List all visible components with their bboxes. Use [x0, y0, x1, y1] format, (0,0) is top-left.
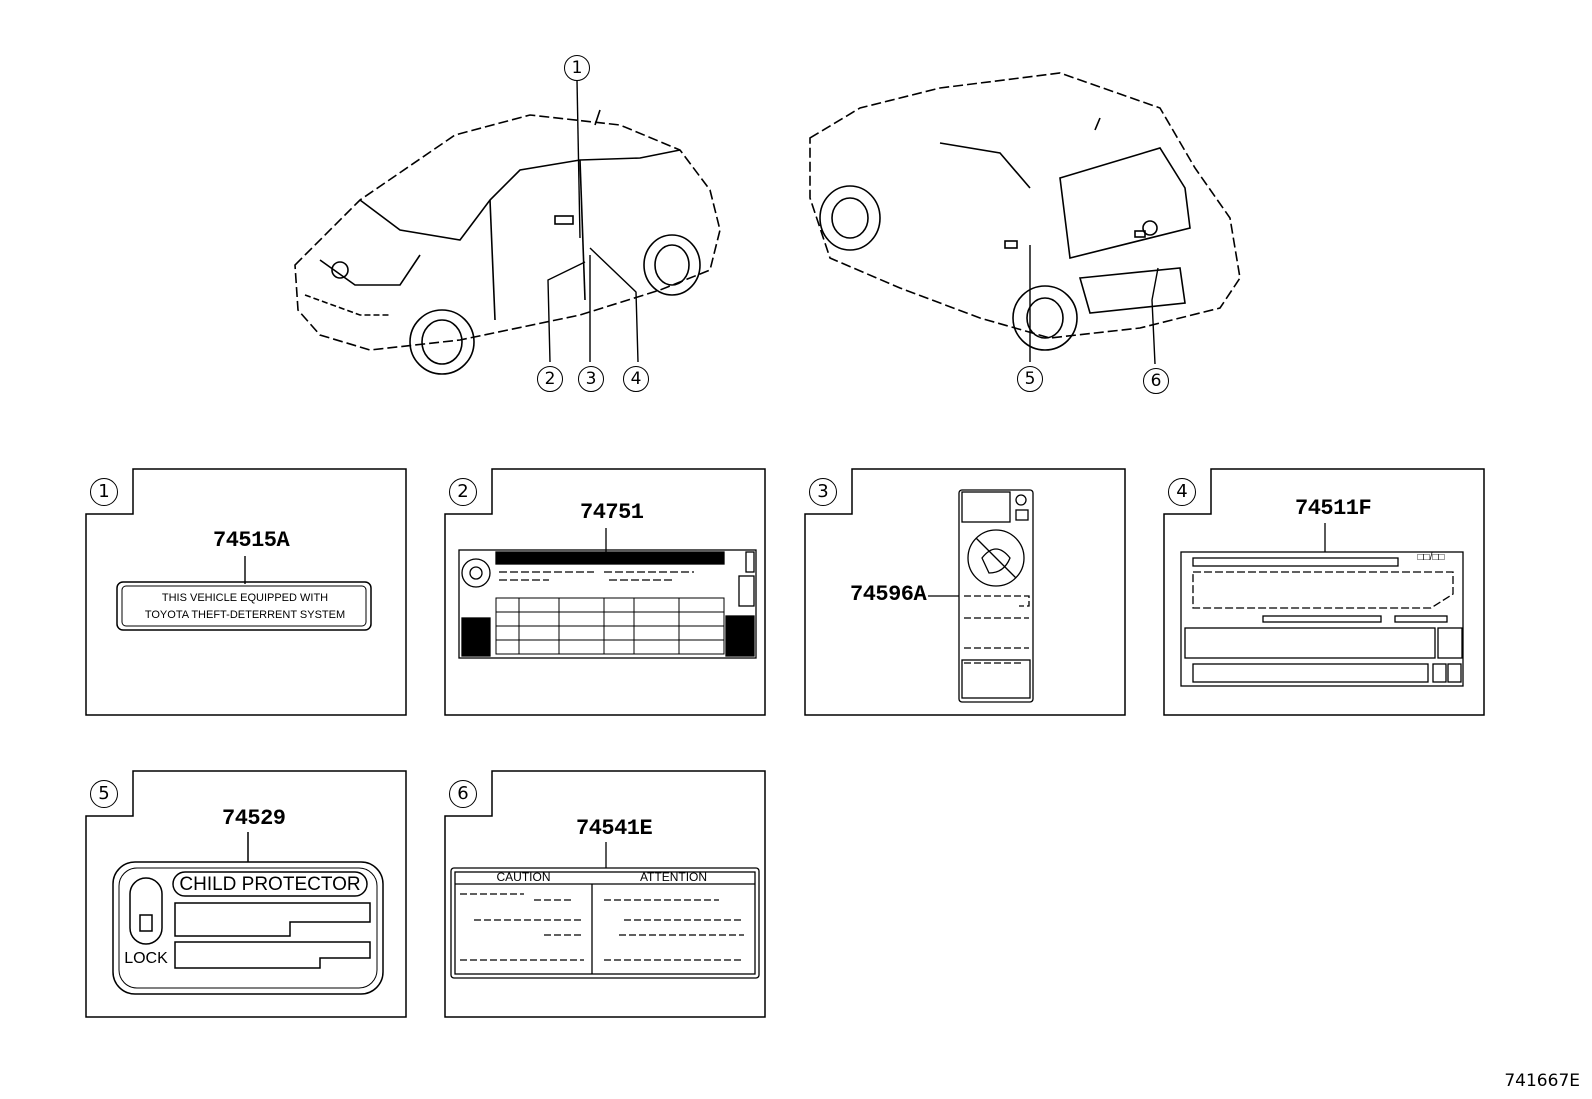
panel-number: 2 [449, 478, 477, 506]
part-number: 74529 [222, 806, 286, 831]
child-protector-title: CHILD PROTECTOR [179, 874, 361, 895]
panel-number: 1 [90, 478, 118, 506]
panel-number: 6 [449, 780, 477, 808]
panel-number: 3 [809, 478, 837, 506]
callout-2: 2 [537, 366, 563, 392]
callout-leaders [547, 79, 1159, 365]
tire-label-drawing [458, 528, 757, 659]
part-number: 74596A [850, 582, 927, 607]
attention-header: ATTENTION [639, 870, 708, 884]
rear-car-illustration [809, 72, 1241, 351]
callout-3: 3 [578, 366, 604, 392]
panel-number: 4 [1168, 478, 1196, 506]
label-panel-2: 2 74751 [444, 468, 766, 716]
part-number: 74515A [213, 528, 290, 553]
part-number: 74511F [1295, 496, 1372, 521]
callout-4: 4 [623, 366, 649, 392]
caution-header: CAUTION [496, 870, 551, 884]
label-panel-4: 4 74511F □□/□□ [1163, 468, 1485, 716]
label-panel-5: 5 74529 CHILD PROTECTOR LOCK [85, 770, 407, 1018]
airbag-label-drawing [928, 489, 1034, 703]
caution-label-drawing [450, 842, 760, 979]
callout-1: 1 [564, 55, 590, 81]
panel-number: 5 [90, 780, 118, 808]
front-car-illustration [294, 109, 721, 375]
label-panel-1: 1 74515A THIS VEHICLE EQUIPPED WITH TOYO… [85, 468, 407, 716]
diagram-code: 741667E [1504, 1071, 1580, 1091]
part-number: 74751 [580, 500, 644, 525]
theft-label-line-2: TOYOTA THEFT-DETERRENT SYSTEM [144, 609, 346, 621]
child-protector-label-drawing [112, 832, 384, 995]
callout-6: 6 [1143, 368, 1169, 394]
lock-text: LOCK [124, 950, 168, 967]
theft-label-line-1: THIS VEHICLE EQUIPPED WITH [161, 592, 329, 604]
callout-5: 5 [1017, 366, 1043, 392]
label-panel-3: 3 74596A [804, 468, 1126, 716]
date-tag: □□/□□ [1417, 552, 1445, 563]
label-panel-6: 6 74541E CAUTION ATTENTION [444, 770, 766, 1018]
part-number: 74541E [576, 816, 653, 841]
vehicle-info-label-drawing [1180, 523, 1464, 687]
